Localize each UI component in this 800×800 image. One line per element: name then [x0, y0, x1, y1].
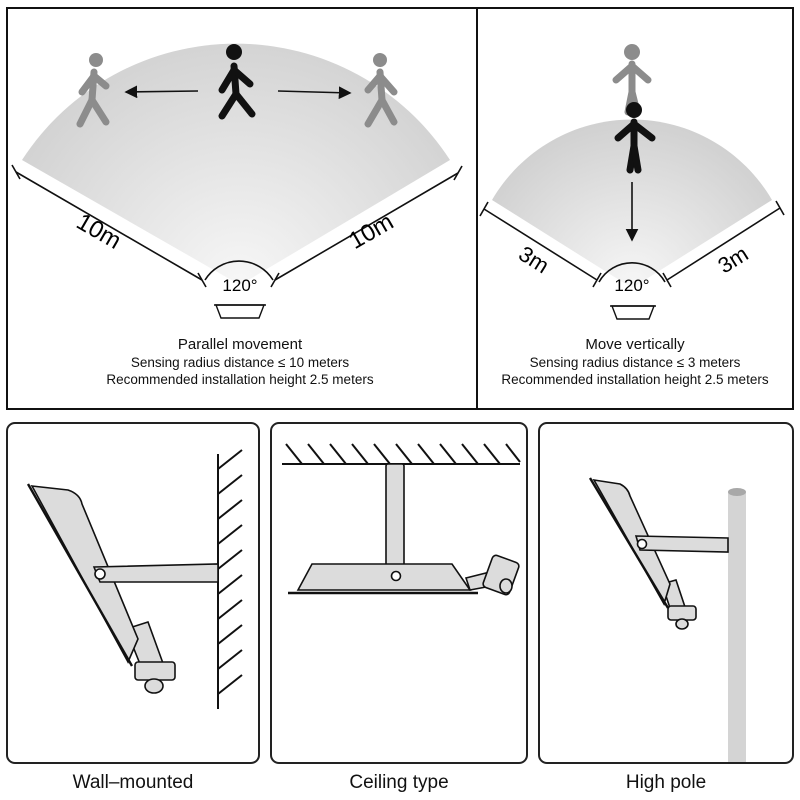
- ceiling-hatch: [285, 443, 521, 465]
- sensing-diagram-frame: [6, 7, 794, 410]
- angle-label-left: 120°: [222, 276, 257, 295]
- wall-mounted-label: Wall–mounted: [72, 772, 194, 793]
- arrow-right: [277, 86, 352, 100]
- angle-arc-right: [598, 262, 666, 283]
- sensing-range-diagram: 10m 10m 120°: [11, 43, 785, 320]
- floodlight-lamp-icon: [26, 483, 139, 667]
- arrow-left: [124, 85, 199, 99]
- ceiling-type-card: [270, 422, 528, 764]
- sensor-device-icon: [214, 304, 266, 319]
- mount-arm-icon: [92, 563, 219, 583]
- caption-vertical: Move vertically Sensing radius distance …: [474, 336, 796, 389]
- pole-mount-arm-icon: [634, 535, 729, 553]
- person-gray-right-icon: [364, 53, 398, 128]
- panel-divider: [476, 9, 478, 408]
- sensor-device-vertical-icon: [610, 305, 656, 320]
- radius-dimension-vertical-right: [662, 200, 785, 288]
- caption-parallel-title: Parallel movement: [177, 336, 303, 353]
- angle-label-right: 120°: [614, 276, 649, 295]
- ceiling-type-label: Ceiling type: [349, 772, 449, 793]
- wall-mounted-card: [6, 422, 260, 764]
- ceiling-lamp-icon: [288, 463, 520, 596]
- caption-parallel-line2: Recommended installation height 2.5 mete…: [106, 371, 374, 387]
- ceiling-mount-illustration: [282, 443, 521, 596]
- radius-dimension-vertical-left: [479, 201, 602, 288]
- radius-dimension-right: [270, 165, 463, 288]
- caption-parallel-line1: Sensing radius distance ≤ 10 meters: [130, 354, 350, 370]
- wall-hatch: [217, 449, 243, 695]
- high-pole-card: [538, 422, 794, 764]
- wall-mount-illustration: [26, 449, 243, 709]
- pole-sensor-stem-icon: [660, 579, 697, 630]
- caption-parallel: Parallel movement Sensing radius distanc…: [60, 336, 420, 389]
- pole-floodlight-icon: [588, 477, 671, 609]
- caption-vertical-line2: Recommended installation height 2.5 mete…: [501, 371, 769, 387]
- high-pole-label: High pole: [625, 772, 707, 793]
- radius-dimension-left: [11, 164, 207, 288]
- high-pole-illustration: [588, 477, 746, 762]
- radius-label-vertical-left: 3m: [514, 241, 553, 278]
- angle-arc-left: [204, 260, 274, 281]
- caption-vertical-title: Move vertically: [585, 336, 685, 353]
- sensing-sector-parallel: [22, 43, 450, 286]
- person-gray-back-icon: [612, 44, 652, 116]
- person-black-front-icon: [614, 102, 656, 174]
- caption-vertical-line1: Sensing radius distance ≤ 3 meters: [529, 354, 741, 370]
- pole-icon: [728, 488, 746, 762]
- radius-label-left: 10m: [72, 208, 126, 255]
- person-gray-left-icon: [76, 53, 110, 128]
- person-black-icon: [218, 44, 256, 120]
